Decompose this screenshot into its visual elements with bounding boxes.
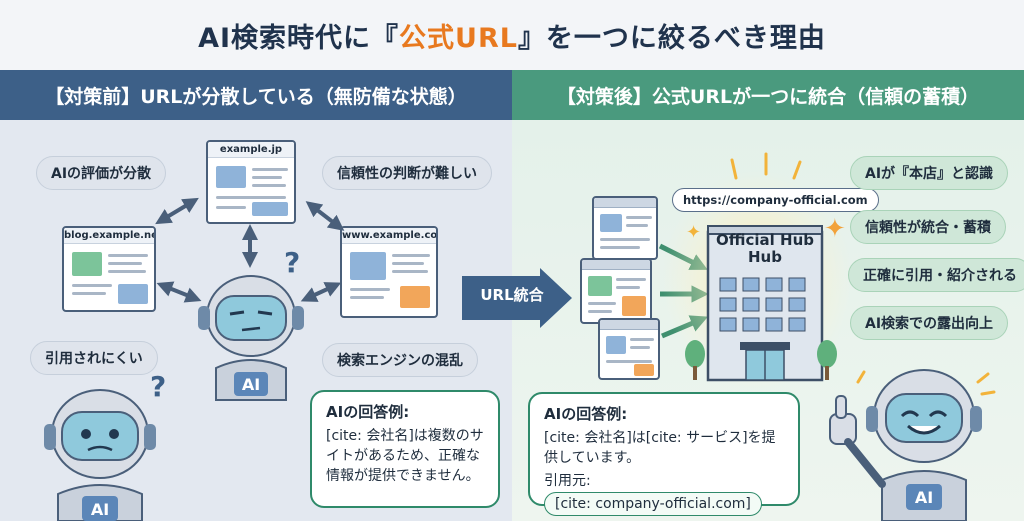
label-hard-to-cite: 引用されにくい xyxy=(30,341,158,375)
label-trust-hard: 信頼性の判断が難しい xyxy=(322,156,492,190)
label-ai-evaluation-split: AIの評価が分散 xyxy=(36,156,167,190)
sparkle-icon: ✦ xyxy=(686,222,702,243)
before-answer-bubble: AIの回答例: [cite: 会社名]は複数のサイトがあるため、正確な情報が提供… xyxy=(310,390,500,508)
answer-head: AIの回答例: xyxy=(326,403,410,421)
site-window-merged-1 xyxy=(592,196,658,260)
site-url: example.jp xyxy=(208,142,294,158)
source-label: 引用元: xyxy=(544,473,591,490)
happy-robot-icon: AI xyxy=(829,369,996,521)
site-window-www: www.example.com/page xyxy=(340,226,438,318)
site-window-example-jp: example.jp xyxy=(206,140,296,224)
label-trust-accumulated: 信頼性が統合・蓄積 xyxy=(850,210,1006,244)
merge-arrow-label: URL統合 xyxy=(480,286,544,304)
question-mark-icon: ? xyxy=(284,246,301,279)
answer-body: [cite: 会社名]は[cite: サービス]を提供しています。 xyxy=(544,429,776,467)
confused-robot-icon: AI xyxy=(198,275,304,401)
title-accent: 公式URL xyxy=(399,22,518,54)
hub-label: Official Hub Hub xyxy=(716,231,814,266)
answer-body: [cite: 会社名]は複数のサイトがあるため、正確な情報が提供できません。 xyxy=(326,427,484,485)
after-header: 【対策後】公式URLが一つに統合（信頼の蓄積） xyxy=(512,70,1024,120)
worried-robot-icon: AI xyxy=(44,389,156,521)
official-url-pill: https://company-official.com xyxy=(672,188,879,212)
title-pre: AI検索時代に『 xyxy=(198,22,400,54)
sparkle-icon: ✦ xyxy=(824,214,846,244)
title-post: 』を一つに絞るべき理由 xyxy=(517,22,826,54)
question-mark-icon: ? xyxy=(150,370,167,403)
after-answer-bubble: AIの回答例: [cite: 会社名]は[cite: サービス]を提供しています… xyxy=(528,392,800,516)
site-window-merged-3 xyxy=(598,318,660,380)
page-title: AI検索時代に『公式URL』を一つに絞るべき理由 xyxy=(0,0,1024,70)
robot-label: AI xyxy=(242,375,260,394)
answer-head: AIの回答例: xyxy=(544,405,628,423)
tree-icon xyxy=(817,340,837,380)
robot-label: AI xyxy=(91,500,109,519)
label-cited-correctly: 正確に引用・紹介される xyxy=(848,258,1024,292)
site-url: www.example.com/page xyxy=(342,228,436,244)
official-hub-building-icon xyxy=(706,225,824,382)
label-search-confusion: 検索エンジンの混乱 xyxy=(322,343,478,377)
source-citation: [cite: company-official.com] xyxy=(544,491,762,516)
merge-arrow-icon xyxy=(462,268,572,328)
tree-icon xyxy=(685,340,705,380)
site-window-blog: blog.example.net xyxy=(62,226,156,312)
site-url: blog.example.net xyxy=(64,228,154,244)
label-exposure-up: AI検索での露出向上 xyxy=(850,306,1009,340)
before-header: 【対策前】URLが分散している（無防備な状態） xyxy=(0,70,512,120)
label-recognized-as-main: AIが『本店』と認識 xyxy=(850,156,1009,190)
site-window-merged-2 xyxy=(580,258,652,324)
robot-label: AI xyxy=(915,488,933,507)
